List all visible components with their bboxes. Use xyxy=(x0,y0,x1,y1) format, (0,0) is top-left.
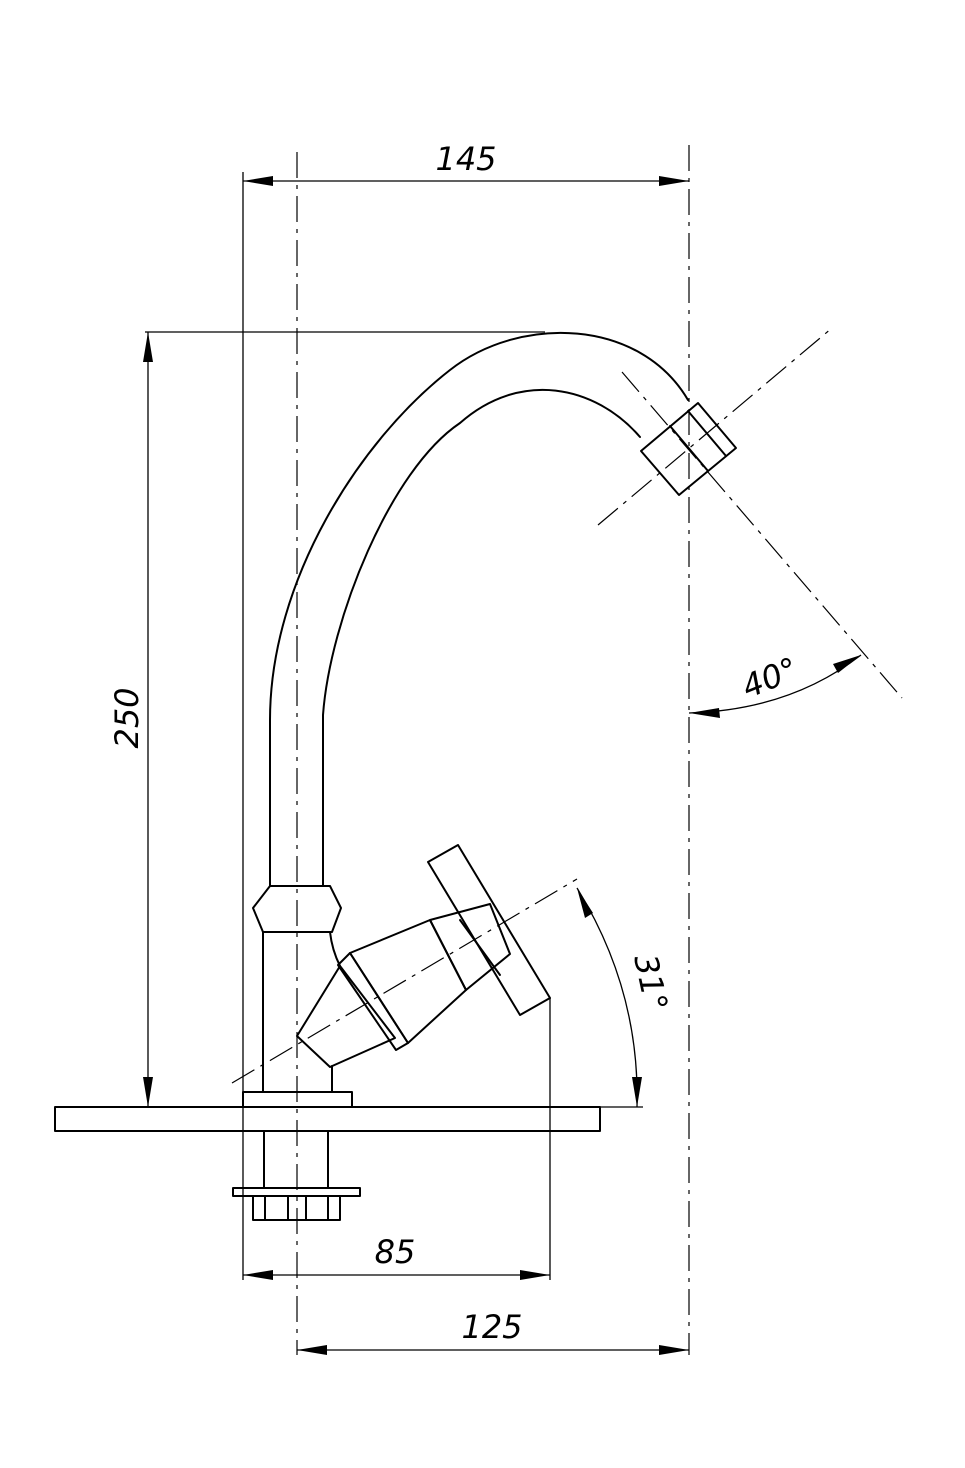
angle-40-label: 40° xyxy=(736,650,803,706)
aerator-inner-line-2 xyxy=(687,410,727,457)
outlet-flow-axis xyxy=(621,371,903,699)
faucet-body xyxy=(252,885,342,1093)
valve-cone xyxy=(296,965,396,1068)
dimension-125: 125 xyxy=(297,1308,689,1355)
dim-125-arrow-left xyxy=(297,1345,327,1355)
mounting-nut xyxy=(252,1195,341,1221)
angle-31-label: 31° xyxy=(626,951,675,1014)
countertop-plate xyxy=(54,1106,601,1132)
dimension-250: 250 xyxy=(108,332,153,1107)
angle-31-arrow-bottom xyxy=(632,1077,642,1107)
dim-250-label: 250 xyxy=(108,687,146,748)
angle-31: 31° xyxy=(576,887,675,1108)
dim-85-arrow-left xyxy=(243,1270,273,1280)
angle-40: 40° xyxy=(688,650,862,718)
body-valve-fillet xyxy=(329,931,341,967)
handle-hub-line xyxy=(459,919,501,976)
spout-inner-edge xyxy=(322,388,641,887)
aerator-outlet xyxy=(640,402,737,496)
valve-assembly xyxy=(296,844,551,1068)
angle-31-arrow-top xyxy=(577,888,593,918)
dim-145-arrow-left xyxy=(243,176,273,186)
dim-85-arrow-right xyxy=(520,1270,550,1280)
dim-125-arrow-right xyxy=(659,1345,689,1355)
dim-145-arrow-right xyxy=(659,176,689,186)
extension-lines xyxy=(145,172,643,1280)
mounting-washer xyxy=(232,1187,361,1197)
dim-250-arrow-top xyxy=(143,332,153,362)
dim-85-label: 85 xyxy=(375,1233,416,1271)
spout xyxy=(269,331,737,887)
angle-31-arc xyxy=(576,887,638,1108)
outlet-aerator-axis xyxy=(597,327,833,526)
valve-bonnet-face xyxy=(337,952,409,1051)
body-collar xyxy=(252,885,342,933)
dimension-85: 85 xyxy=(243,1233,550,1280)
dim-250-arrow-bottom xyxy=(143,1077,153,1107)
handle-bar xyxy=(427,844,551,1016)
centerlines xyxy=(231,145,903,1355)
base-assembly xyxy=(54,1091,601,1221)
aerator-inner-line-1 xyxy=(669,425,709,472)
angle-40-arrow-right xyxy=(833,655,861,673)
spout-outer-edge xyxy=(269,331,689,887)
valve-axis xyxy=(231,878,578,1084)
angle-40-arrow-left xyxy=(689,708,720,718)
dimension-145: 145 xyxy=(243,140,689,186)
dim-145-label: 145 xyxy=(435,140,496,178)
valve-stem xyxy=(429,903,511,991)
dim-125-label: 125 xyxy=(461,1308,522,1346)
